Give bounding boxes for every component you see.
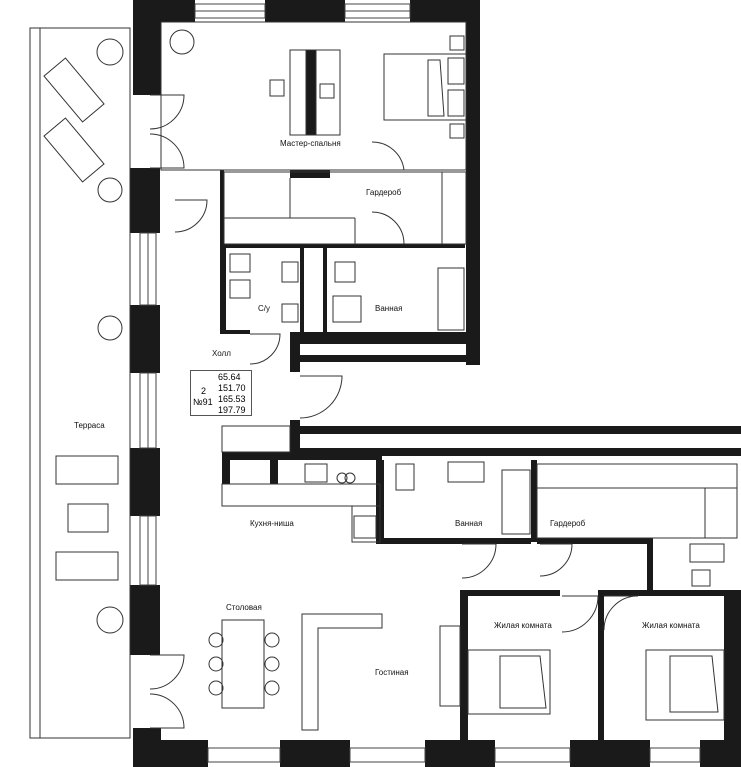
doors xyxy=(149,94,639,729)
apartment-spec-box: 2 №91 65.64 151.70 165.53 197.79 xyxy=(190,370,252,416)
area-value: 65.64 xyxy=(218,372,241,382)
wardrobe-mid-label: Гардероб xyxy=(550,519,586,528)
bathroom-top-label: Ванная xyxy=(375,304,403,313)
hall-label: Холл xyxy=(212,349,231,358)
apartment-number: №91 xyxy=(193,397,213,407)
area-value: 151.70 xyxy=(218,383,246,393)
master-bedroom-label: Мастер-спальня xyxy=(280,139,341,148)
interior-lines xyxy=(29,21,738,739)
area-value: 165.53 xyxy=(218,394,246,404)
furniture xyxy=(43,29,725,731)
area-value: 197.79 xyxy=(218,405,246,415)
dining-label: Столовая xyxy=(226,603,262,612)
kitchen-label: Кухня-ниша xyxy=(250,519,294,528)
rooms-count: 2 xyxy=(201,386,207,396)
wardrobe-top-label: Гардероб xyxy=(366,188,402,197)
terrace-label: Терраса xyxy=(74,421,105,430)
walls xyxy=(130,0,741,767)
bedroom-2-label: Жилая комната xyxy=(642,621,700,630)
wc-label: С/у xyxy=(258,304,270,313)
living-label: Гостиная xyxy=(375,668,409,677)
bathroom-mid-label: Ванная xyxy=(455,519,483,528)
bedroom-1-label: Жилая комната xyxy=(494,621,552,630)
window-frames xyxy=(139,3,701,763)
